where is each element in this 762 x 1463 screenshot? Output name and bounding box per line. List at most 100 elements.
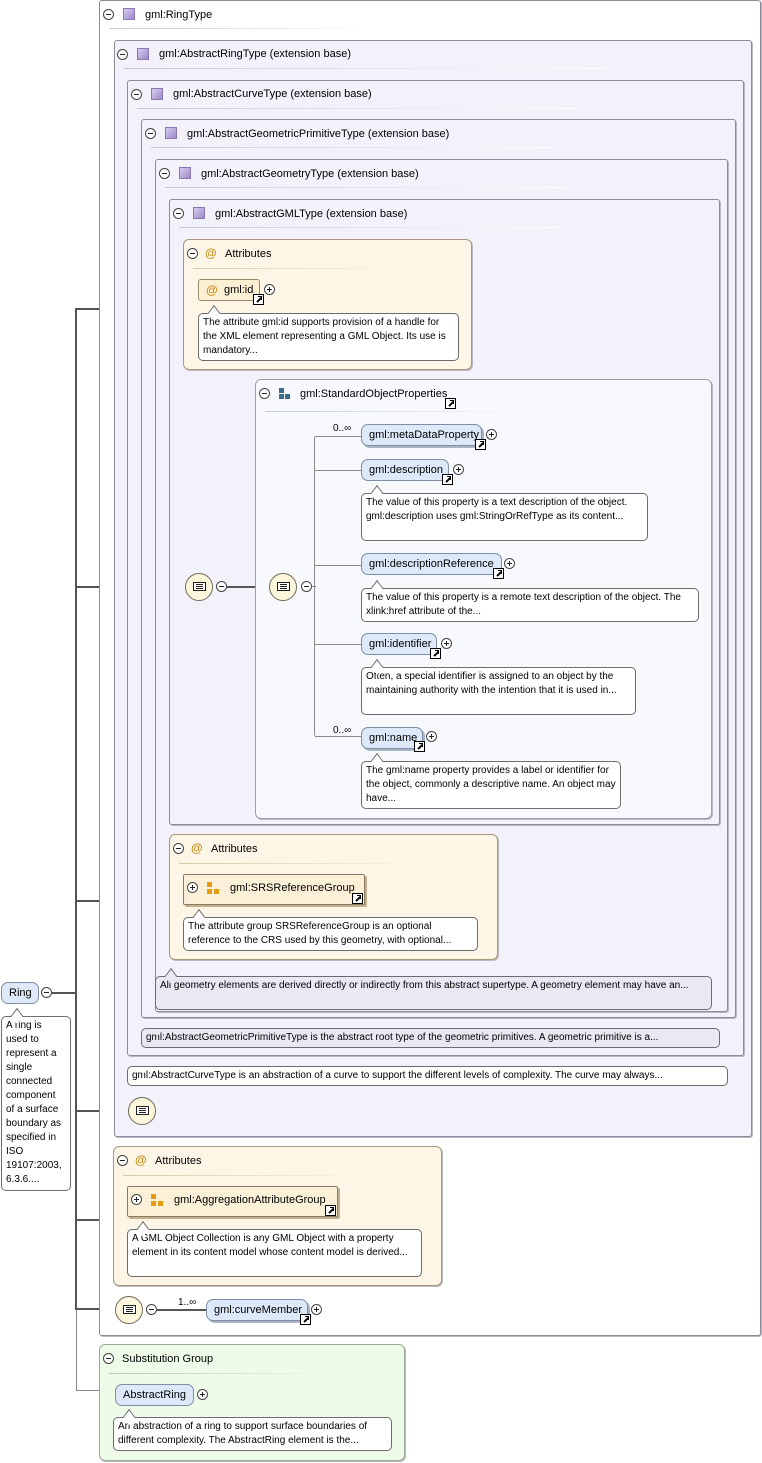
abstract-geometric-primitive-type-title: gml:AbstractGeometricPrimitiveType (exte… bbox=[187, 128, 450, 140]
connector bbox=[76, 1308, 116, 1310]
substitution-connector bbox=[76, 1310, 77, 1390]
substitution-group-title: Substitution Group bbox=[122, 1353, 214, 1365]
separator bbox=[265, 411, 525, 412]
attribute-icon: @ bbox=[191, 841, 203, 855]
ring-type-collapse-button[interactable] bbox=[103, 9, 114, 20]
abstract-geometric-primitive-type-documentation: gml:AbstractGeometricPrimitiveType is th… bbox=[141, 1028, 720, 1048]
abstract-ring-type-title: gml:AbstractRingType (extension base) bbox=[159, 48, 351, 60]
abstract-curve-type-collapse-button[interactable] bbox=[131, 89, 142, 100]
type-link-icon[interactable] bbox=[414, 741, 425, 752]
ring-documentation: A ring is used to represent a single con… bbox=[1, 1016, 71, 1191]
type-link-icon[interactable] bbox=[493, 568, 504, 579]
attributes-collapse-button[interactable] bbox=[117, 1155, 128, 1166]
name-documentation: The gml:name property provides a label o… bbox=[361, 761, 621, 809]
substitution-group-collapse-button[interactable] bbox=[103, 1353, 114, 1364]
sequence-compositor-icon[interactable] bbox=[269, 573, 297, 601]
attributes-collapse-button[interactable] bbox=[187, 248, 198, 259]
element-descriptionreference[interactable]: gml:descriptionReference bbox=[361, 553, 502, 575]
type-link-icon[interactable] bbox=[442, 474, 453, 485]
connector bbox=[315, 565, 362, 566]
expand-button[interactable] bbox=[504, 558, 515, 569]
element-name[interactable]: gml:name bbox=[361, 727, 423, 749]
connector bbox=[312, 586, 316, 587]
separator bbox=[151, 147, 551, 148]
ring-collapse-button[interactable] bbox=[41, 987, 52, 998]
abstract-curve-type-documentation: gml:AbstractCurveType is an abstraction … bbox=[127, 1066, 728, 1086]
connector bbox=[157, 1309, 207, 1311]
separator bbox=[179, 863, 419, 864]
attributes-collapse-button[interactable] bbox=[173, 843, 184, 854]
aggregation-attribute-group-documentation: A GML Object Collection is any GML Objec… bbox=[127, 1229, 422, 1277]
expand-button[interactable] bbox=[264, 284, 275, 295]
abstract-geometric-primitive-type-collapse-button[interactable] bbox=[145, 128, 156, 139]
type-link-icon[interactable] bbox=[300, 1314, 311, 1325]
expand-button[interactable] bbox=[441, 638, 452, 649]
expand-button[interactable] bbox=[426, 731, 437, 742]
abstract-geometry-type-title: gml:AbstractGeometryType (extension base… bbox=[201, 168, 419, 180]
connector bbox=[227, 586, 269, 588]
separator bbox=[165, 187, 565, 188]
separator bbox=[193, 268, 393, 269]
srs-reference-group-label: gml:SRSReferenceGroup bbox=[230, 882, 355, 894]
srs-reference-group[interactable] bbox=[183, 874, 365, 905]
abstract-ring-type-collapse-button[interactable] bbox=[117, 49, 128, 60]
sequence-collapse-button[interactable] bbox=[146, 1304, 157, 1315]
connector bbox=[52, 992, 76, 994]
complex-type-icon bbox=[123, 8, 135, 20]
gml-id-label: gml:id bbox=[224, 284, 254, 296]
occurrence-label: 0..∞ bbox=[333, 725, 352, 736]
sequence-compositor-icon[interactable] bbox=[128, 1097, 156, 1125]
srs-reference-group-documentation: The attribute group SRSReferenceGroup is… bbox=[183, 917, 478, 951]
connector bbox=[315, 736, 362, 737]
attribute-icon: @ bbox=[205, 246, 217, 260]
abstractring-documentation: An abstraction of a ring to support surf… bbox=[113, 1417, 392, 1451]
expand-button[interactable] bbox=[453, 464, 464, 475]
identifier-documentation: Often, a special identifier is assigned … bbox=[361, 667, 636, 715]
gml-id-attribute[interactable] bbox=[198, 279, 260, 301]
element-curvemember[interactable]: gml:curveMember bbox=[206, 1299, 308, 1321]
abstract-gml-type-title: gml:AbstractGMLType (extension base) bbox=[215, 208, 408, 220]
abstract-geometry-type-collapse-button[interactable] bbox=[159, 168, 170, 179]
standard-object-properties-title: gml:StandardObjectProperties bbox=[300, 388, 448, 400]
complex-type-icon bbox=[179, 167, 191, 179]
connector bbox=[75, 308, 77, 1310]
separator bbox=[110, 28, 370, 29]
sequence-collapse-button[interactable] bbox=[301, 581, 312, 592]
type-link-icon[interactable] bbox=[430, 648, 441, 659]
type-link-icon[interactable] bbox=[475, 439, 486, 450]
type-link-icon[interactable] bbox=[253, 294, 264, 305]
occurrence-label: 1..∞ bbox=[178, 1297, 197, 1308]
complex-type-icon bbox=[151, 88, 163, 100]
connector bbox=[315, 644, 362, 645]
root-element-ring[interactable]: Ring bbox=[1, 982, 39, 1004]
separator bbox=[123, 1175, 363, 1176]
type-link-icon[interactable] bbox=[325, 1205, 336, 1216]
element-description[interactable]: gml:description bbox=[361, 459, 449, 481]
sequence-collapse-button[interactable] bbox=[216, 581, 227, 592]
separator bbox=[109, 1373, 329, 1374]
element-identifier[interactable]: gml:identifier bbox=[361, 633, 437, 655]
aggregation-attribute-group-label: gml:AggregationAttributeGroup bbox=[174, 1194, 326, 1206]
connector bbox=[315, 470, 362, 471]
element-metadataproperty[interactable]: gml:metaDataProperty bbox=[361, 424, 482, 446]
abstract-geometry-type-documentation: All geometry elements are derived direct… bbox=[155, 976, 712, 1010]
abstract-gml-type-collapse-button[interactable] bbox=[173, 208, 184, 219]
expand-button[interactable] bbox=[131, 1194, 142, 1205]
type-link-icon[interactable] bbox=[445, 398, 456, 409]
description-documentation: The value of this property is a text des… bbox=[361, 493, 648, 541]
type-link-icon[interactable] bbox=[352, 893, 363, 904]
expand-button[interactable] bbox=[486, 429, 497, 440]
attribute-icon: @ bbox=[206, 283, 218, 297]
expand-button[interactable] bbox=[311, 1304, 322, 1315]
standard-object-properties-collapse-button[interactable] bbox=[259, 388, 270, 399]
attribute-icon: @ bbox=[135, 1153, 147, 1167]
expand-button[interactable] bbox=[197, 1389, 208, 1400]
occurrence-label: 0..∞ bbox=[333, 423, 352, 434]
complex-type-icon bbox=[165, 127, 177, 139]
separator bbox=[124, 68, 604, 69]
sequence-compositor-icon[interactable] bbox=[185, 573, 213, 601]
attributes-title: Attributes bbox=[155, 1155, 202, 1167]
expand-button[interactable] bbox=[187, 882, 198, 893]
element-abstractring[interactable]: AbstractRing bbox=[115, 1384, 194, 1406]
sequence-compositor-icon[interactable] bbox=[115, 1296, 143, 1324]
